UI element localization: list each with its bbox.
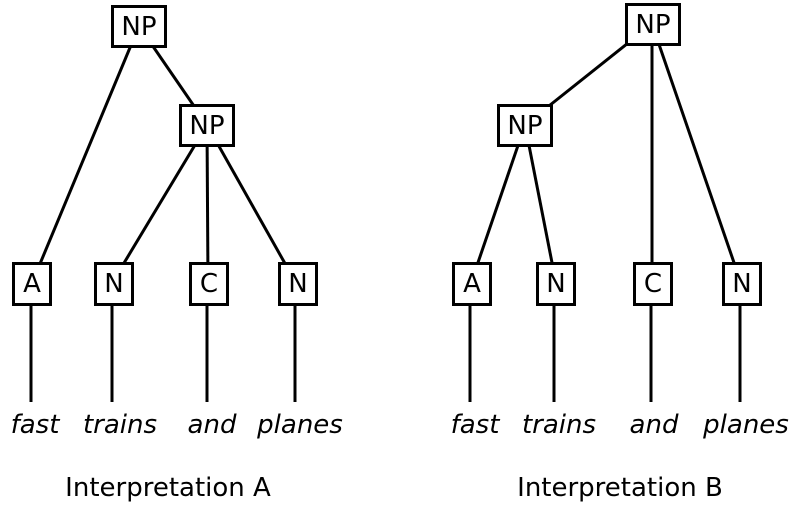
tree-b-leaf-node-a: A [452,262,492,306]
tree-b-word-fast: fast [450,410,500,440]
tree-b-leaf-node-c: C [633,262,673,306]
edge-b-inner-to-a [469,124,527,284]
tree-a-leaf-node-n2: N [278,262,318,306]
tree-b-root-np-node: NP [625,3,681,46]
tree-b-leaf-node-n2: N [722,262,762,306]
edge-a-inner-to-c [205,124,210,284]
tree-a-word-planes: planes [257,410,343,440]
edge-b-inner-to-n1 [523,124,558,284]
tree-b-word-and: and [629,410,679,440]
edge-b-root-to-n2 [650,23,743,284]
tree-a-leaf-node-a: A [12,262,52,306]
tree-b-word-trains: trains [521,410,597,440]
tree-a-caption: Interpretation A [65,473,271,503]
tree-a-leaf-node-n1: N [94,262,134,306]
edge-a-inner-to-n1 [110,124,209,284]
edge-a-inner-to-n2 [205,124,298,284]
tree-b-caption: Interpretation B [517,473,723,503]
tree-a-root-np-node: NP [111,5,167,48]
tree-a-leaf-node-c: C [189,262,229,306]
tree-b-word-planes: planes [703,410,789,440]
tree-a-inner-np-node: NP [179,104,235,147]
tree-a-word-trains: trains [82,410,158,440]
tree-b-inner-np-node: NP [497,104,553,147]
tree-b-leaf-node-n1: N [536,262,576,306]
tree-a-word-fast: fast [10,410,60,440]
edge-a-root-to-a [30,25,141,284]
tree-a-word-and: and [187,410,237,440]
